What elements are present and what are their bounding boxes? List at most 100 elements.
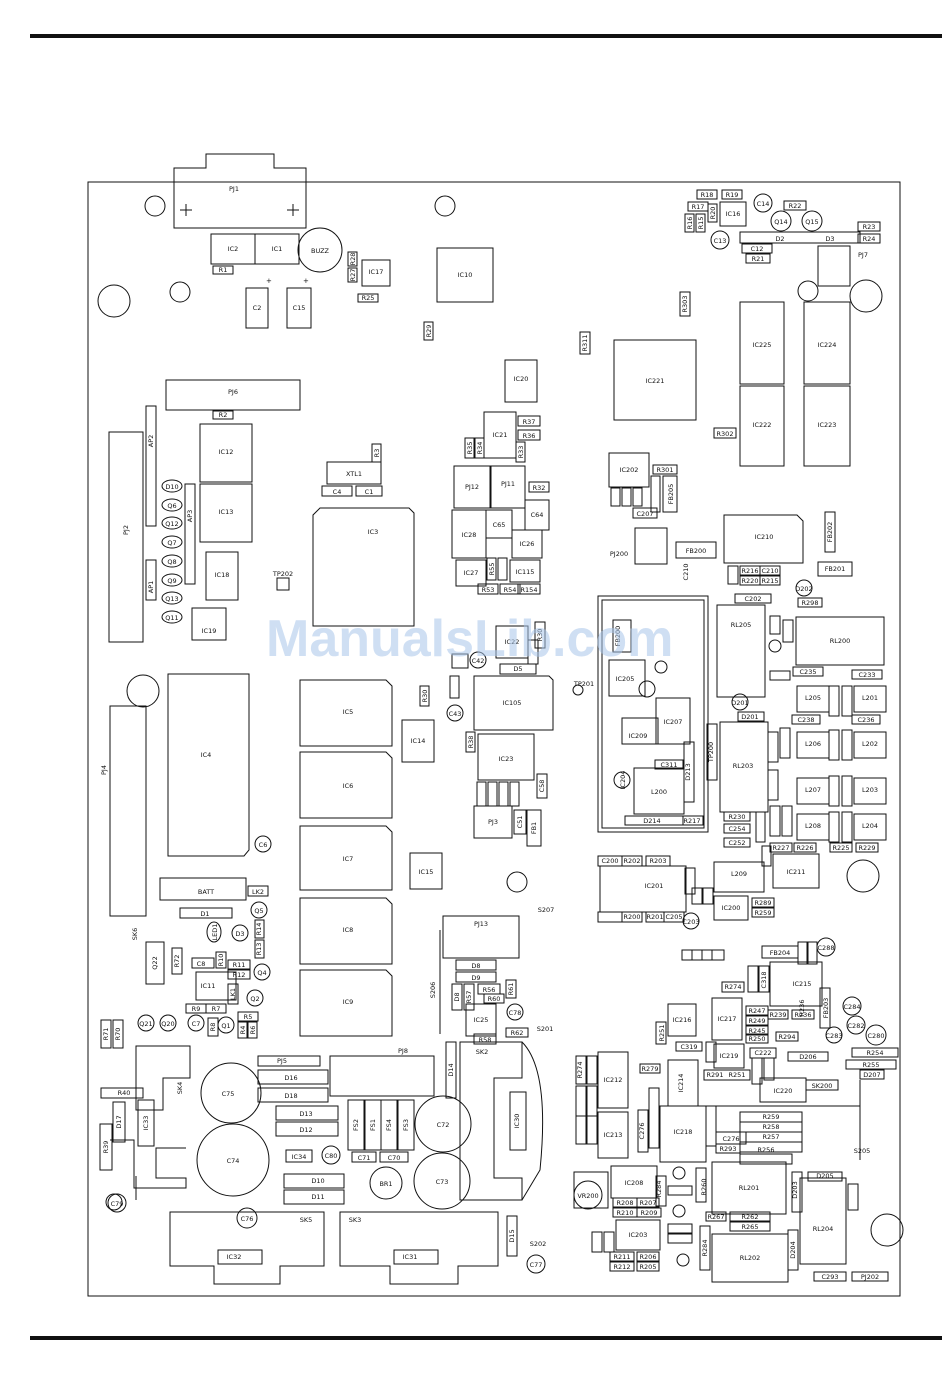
label-R72: R72 xyxy=(173,955,181,968)
label-PJ8: PJ8 xyxy=(398,1047,408,1055)
label-R32: R32 xyxy=(533,484,546,492)
label-S205: S205 xyxy=(854,1147,871,1155)
plus-mark-c15: + xyxy=(303,277,309,285)
label-XTL1: XTL1 xyxy=(346,470,362,478)
label-R209: R209 xyxy=(641,1209,658,1217)
label-R61: R61 xyxy=(507,983,515,996)
label-C202: C202 xyxy=(745,595,762,603)
label-S207: S207 xyxy=(538,906,555,914)
label-IC208: IC208 xyxy=(625,1179,644,1187)
label-R291: R291 xyxy=(707,1071,724,1079)
label-R245: R245 xyxy=(749,1027,766,1035)
label-PJ5: PJ5 xyxy=(277,1057,287,1065)
label-R38: R38 xyxy=(467,736,475,749)
label-IC7: IC7 xyxy=(343,855,354,863)
label-R29: R29 xyxy=(425,325,433,338)
label-D205: D205 xyxy=(816,1172,833,1180)
label-R294: R294 xyxy=(779,1033,796,1041)
label-IC115: IC115 xyxy=(516,568,535,576)
label-IC31: IC31 xyxy=(403,1253,418,1261)
label-C1: C1 xyxy=(365,488,374,496)
label-C222: C222 xyxy=(755,1049,772,1057)
label-C80: C80 xyxy=(325,1152,338,1160)
label-R154: R154 xyxy=(521,586,538,594)
label-R13: R13 xyxy=(255,943,263,956)
label-FB205: FB205 xyxy=(667,484,675,505)
label-R236: R236 xyxy=(795,1011,812,1019)
label-BUZZ: BUZZ xyxy=(311,247,330,255)
label-C311: C311 xyxy=(661,761,678,769)
label-C7: C7 xyxy=(192,1020,201,1028)
label-TP202: TP202 xyxy=(272,570,293,578)
label-C6: C6 xyxy=(259,841,268,849)
label-R57: R57 xyxy=(465,991,473,1004)
label-C43: C43 xyxy=(449,710,462,718)
label-D213: D213 xyxy=(684,763,692,780)
label-VR200: VR200 xyxy=(577,1192,598,1200)
label-R231: R251 xyxy=(658,1025,666,1042)
label-D11: D11 xyxy=(311,1193,324,1201)
label-R303: R303 xyxy=(681,296,689,313)
label-R200: R200 xyxy=(624,913,641,921)
label-C280: C280 xyxy=(868,1032,885,1040)
label-L202: L202 xyxy=(862,740,878,748)
label-D3: D3 xyxy=(825,235,834,243)
label-SK4: SK4 xyxy=(176,1082,184,1095)
label-D10: D10 xyxy=(165,483,178,491)
label-IC12: IC12 xyxy=(219,448,234,456)
label-R4: R4 xyxy=(239,1026,247,1035)
label-IC211: IC211 xyxy=(787,868,806,876)
label-IC216: IC216 xyxy=(673,1016,692,1024)
label-L201: L201 xyxy=(862,694,878,702)
label-C236: C236 xyxy=(858,716,875,724)
label-TP200: TP200 xyxy=(707,742,715,763)
label-D13: D13 xyxy=(299,1110,312,1118)
label-PJ3: PJ3 xyxy=(488,818,498,826)
label-IC3: IC3 xyxy=(368,528,379,536)
label-R37: R37 xyxy=(523,418,536,426)
label-RL200: RL200 xyxy=(830,637,851,645)
label-IC214: IC214 xyxy=(677,1074,685,1093)
label-S202: S202 xyxy=(530,1240,547,1248)
label-BATT: BATT xyxy=(198,888,214,896)
label-C64: C64 xyxy=(531,511,544,519)
label-R21: R21 xyxy=(752,255,765,263)
label-IC21: IC21 xyxy=(493,431,508,439)
label-RL203: RL203 xyxy=(733,762,754,770)
label-IC223: IC223 xyxy=(818,421,837,429)
label-IC22: IC22 xyxy=(505,638,520,646)
label-D206: D206 xyxy=(799,1053,816,1061)
label-IC17: IC17 xyxy=(369,268,384,276)
label-RL204: RL204 xyxy=(813,1225,834,1233)
label-Q15: Q15 xyxy=(805,218,818,226)
label-R236v: R236 xyxy=(798,1000,806,1017)
label-D15: D15 xyxy=(508,1229,516,1242)
label-R211: R211 xyxy=(614,1253,631,1261)
label-IC34: IC34 xyxy=(292,1153,307,1161)
label-D203: D203 xyxy=(791,1181,799,1198)
label-C318: C318 xyxy=(760,972,768,989)
label-C42: C42 xyxy=(472,657,485,665)
label-Q4: Q4 xyxy=(257,969,266,977)
label-C14: C14 xyxy=(757,200,770,208)
label-R274: R274 xyxy=(725,983,742,991)
label-R247: R247 xyxy=(749,1007,766,1015)
label-IC19: IC19 xyxy=(202,627,217,635)
label-RL205: RL205 xyxy=(731,621,752,629)
label-Q22: Q22 xyxy=(151,956,159,969)
label-LED1: LED1 xyxy=(211,924,219,941)
label-Q8: Q8 xyxy=(167,558,176,566)
label-FB2: FB200 xyxy=(614,626,622,647)
label-C200: C200 xyxy=(602,857,619,865)
label-IC222: IC222 xyxy=(753,421,772,429)
top-rule xyxy=(30,34,942,38)
label-IC213: IC213 xyxy=(604,1131,623,1139)
label-R25: R25 xyxy=(362,294,375,302)
label-PJ200: PJ200 xyxy=(610,550,628,558)
label-R265: R265 xyxy=(742,1223,759,1231)
label-IC28: IC28 xyxy=(462,531,477,539)
label-C235: C235 xyxy=(800,668,817,676)
label-IC210: IC210 xyxy=(755,533,774,541)
label-C4: C4 xyxy=(333,488,342,496)
label-R210: R210 xyxy=(617,1209,634,1217)
